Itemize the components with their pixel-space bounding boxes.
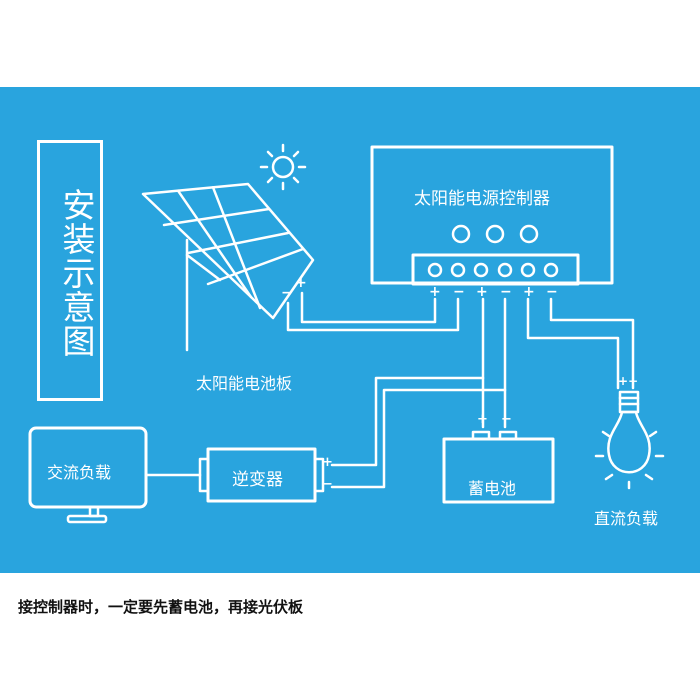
inverter-label: 逆变器	[232, 470, 283, 490]
panel-terminal: +	[295, 275, 307, 291]
battery-terminal: +	[477, 412, 488, 427]
controller-terminal: −	[546, 284, 558, 300]
battery-icon	[442, 430, 555, 504]
bulb-terminal: +−	[618, 374, 639, 388]
controller-box	[370, 145, 614, 286]
controller-terminal: −	[453, 284, 465, 300]
controller-terminal: −	[500, 284, 512, 300]
page-title: 安装示意图	[57, 188, 96, 358]
controller-terminal: +	[476, 284, 488, 300]
solar-panel-label: 太阳能电池板	[196, 374, 293, 393]
footer-note: 接控制器时，一定要先蓄电池，再接光伏板	[18, 598, 304, 616]
controller-terminal: +	[429, 284, 441, 300]
battery-label: 蓄电池	[468, 479, 517, 498]
ac-load-label: 交流负载	[47, 463, 112, 482]
controller-label: 太阳能电源控制器	[414, 189, 550, 209]
solar-panel-icon	[141, 182, 315, 352]
wire-panel	[286, 291, 460, 332]
title-box: 安装示意图	[37, 140, 103, 401]
sun-icon	[259, 143, 307, 191]
inverter-icon	[145, 447, 325, 503]
monitor-icon	[28, 426, 148, 524]
wire-dc-load	[526, 297, 635, 390]
controller-terminal: +	[523, 284, 535, 300]
inverter-terminal: +	[322, 455, 333, 470]
panel-terminal: −	[281, 285, 293, 301]
inverter-terminal: −	[322, 477, 333, 492]
bulb-icon	[594, 390, 665, 490]
dc-load-label: 直流负载	[594, 509, 659, 528]
wire-battery	[330, 297, 507, 489]
battery-terminal: −	[501, 412, 512, 427]
